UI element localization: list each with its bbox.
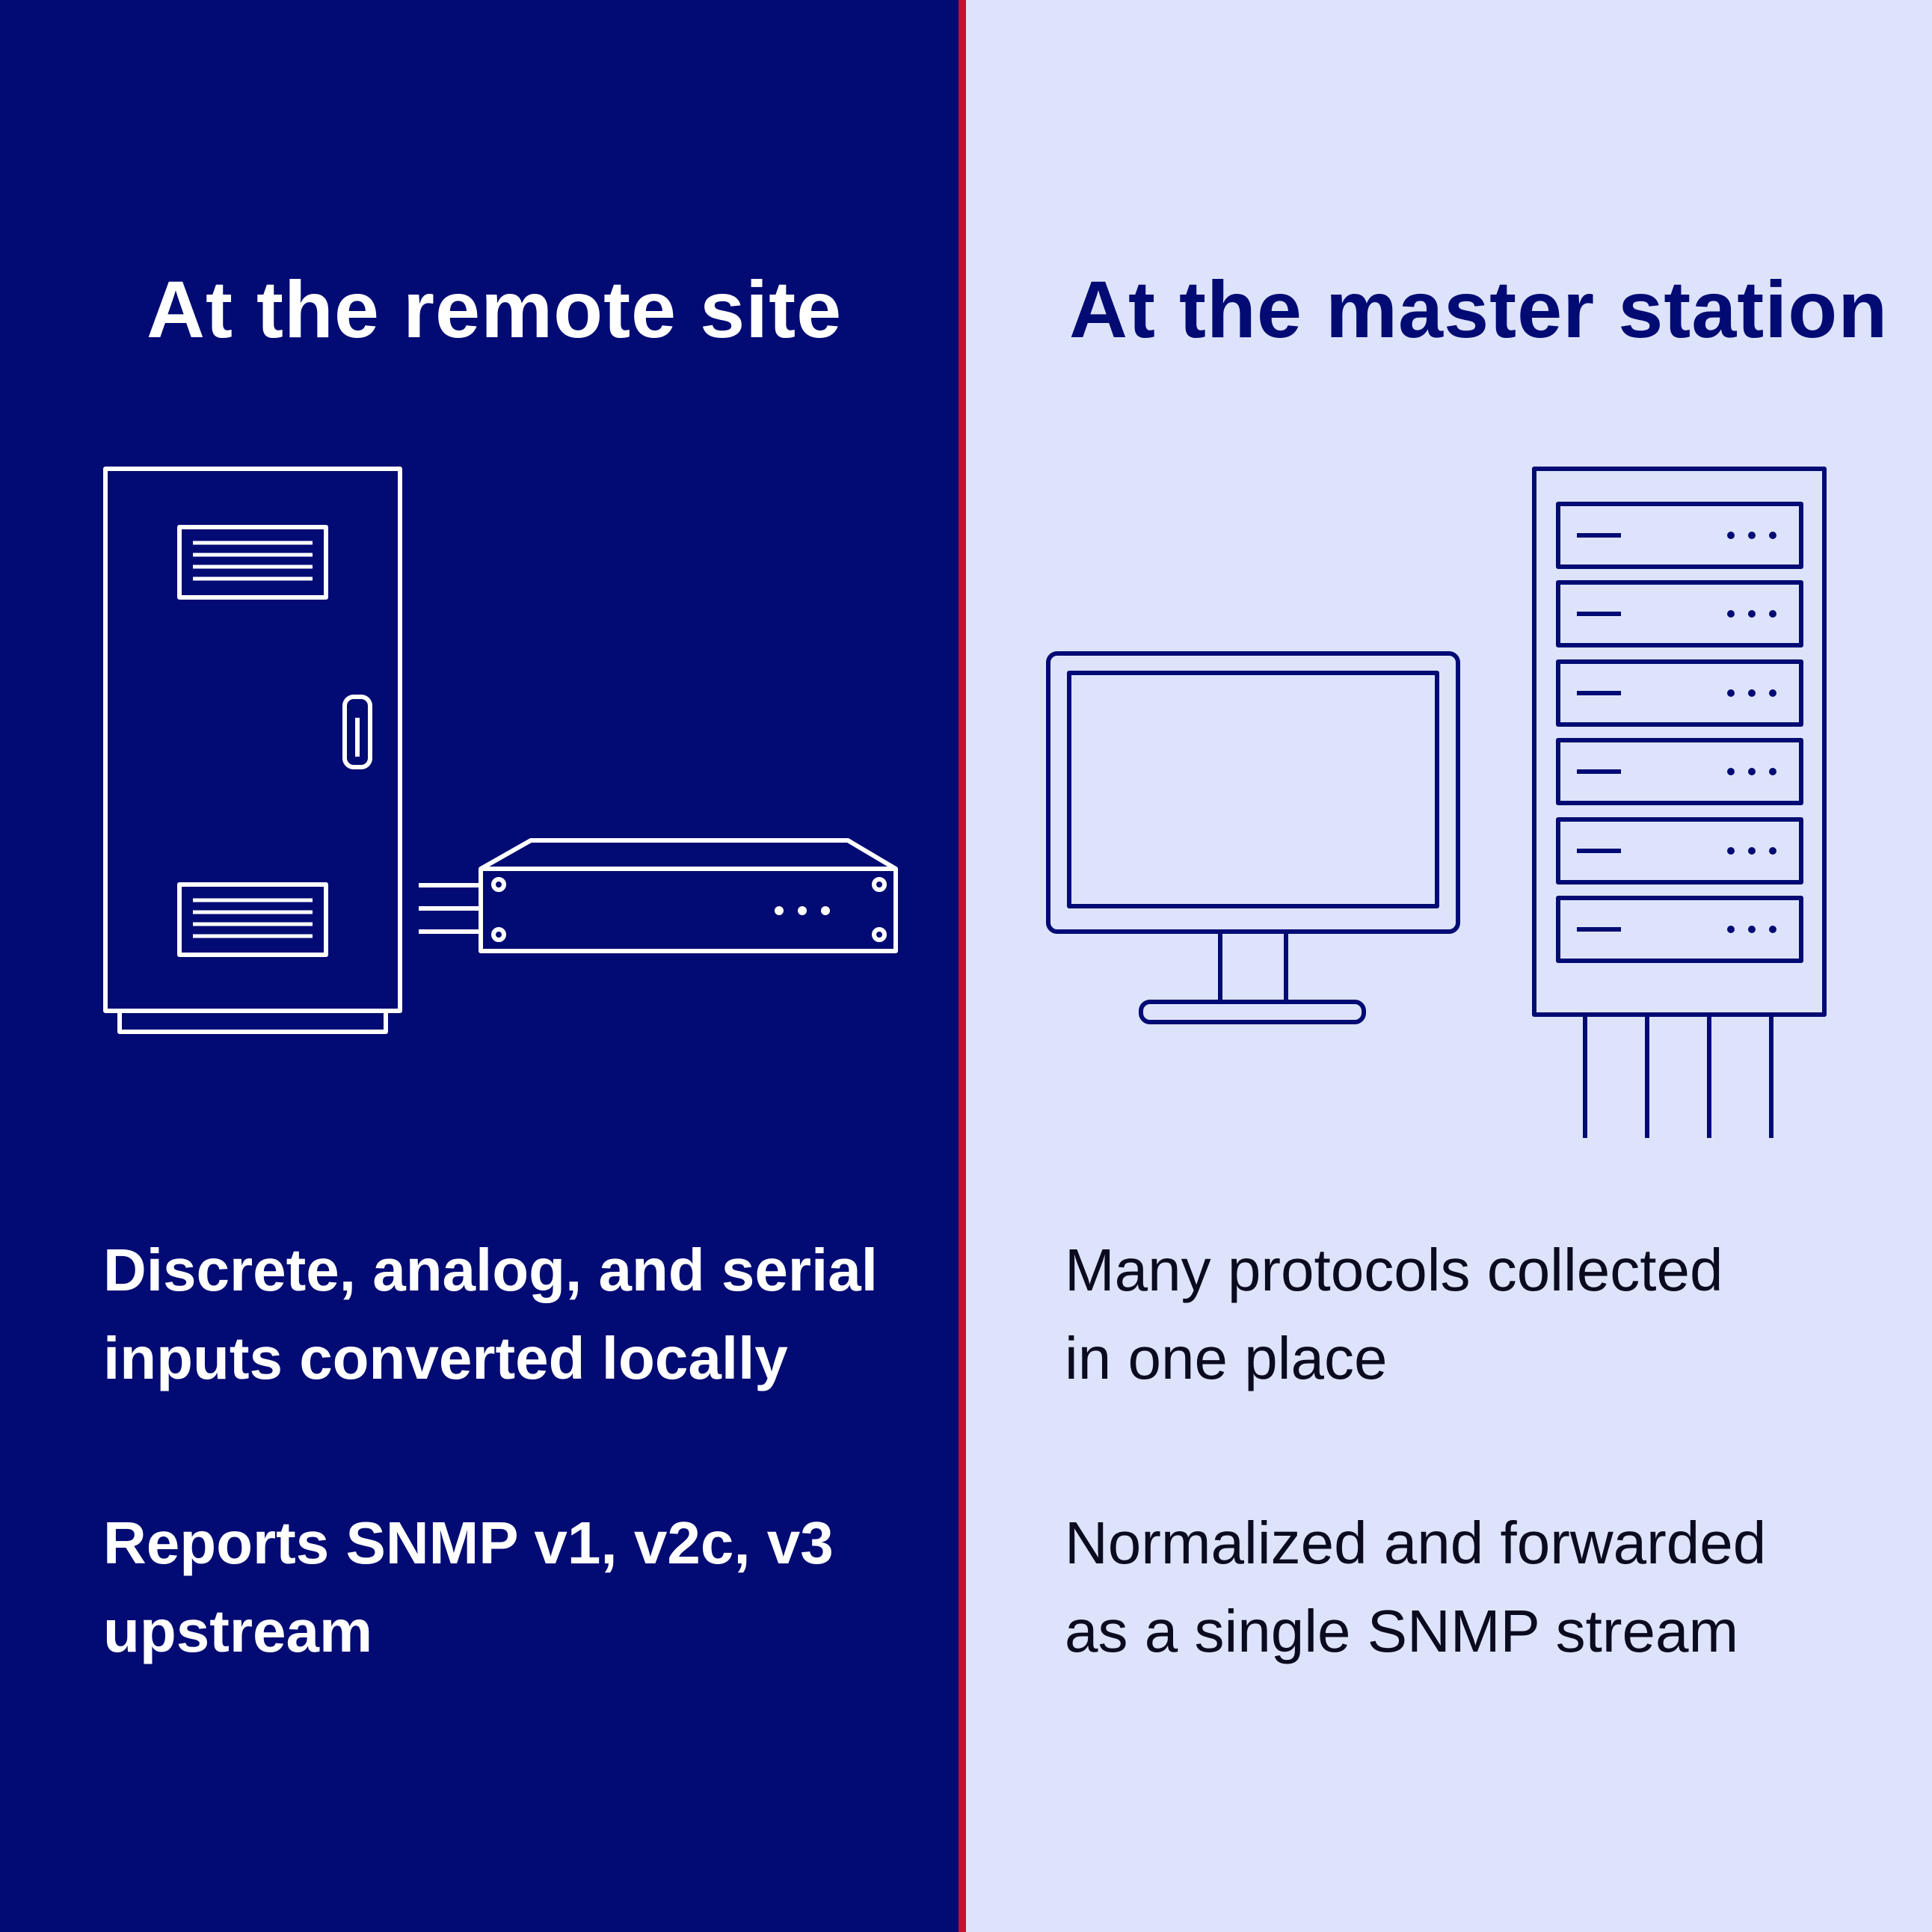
server-rack-icon: [1532, 467, 1827, 1138]
description-line: Many protocols collected: [1065, 1237, 1723, 1303]
master-station-panel: [966, 0, 1932, 1932]
panel-divider: [959, 0, 966, 1932]
remote-site-heading: At the remote site: [147, 264, 843, 354]
remote-site-description-1: Discrete, analog, and serial inputs conv…: [103, 1226, 878, 1403]
server-unit-5: [1556, 817, 1803, 885]
description-line: in one place: [1065, 1325, 1388, 1391]
description-line: Normalized and forwarded: [1065, 1510, 1767, 1576]
master-station-heading: At the master station: [1069, 264, 1889, 354]
description-line: upstream: [103, 1598, 373, 1664]
equipment-cabinet-icon: [103, 467, 402, 1034]
description-line: Reports SNMP v1, v2c, v3: [103, 1510, 834, 1576]
server-unit-3: [1556, 659, 1803, 727]
server-unit-6: [1556, 896, 1803, 963]
remote-site-description-2: Reports SNMP v1, v2c, v3 upstream: [103, 1499, 834, 1676]
rack-unit-device-icon: [419, 838, 898, 953]
server-unit-2: [1556, 580, 1803, 647]
master-station-description-2: Normalized and forwarded as a single SNM…: [1065, 1499, 1766, 1676]
monitor-icon: [1046, 651, 1460, 1024]
server-unit-4: [1556, 738, 1803, 805]
description-line: Discrete, analog, and serial: [103, 1237, 878, 1303]
master-station-description-1: Many protocols collected in one place: [1065, 1226, 1723, 1403]
description-line: as a single SNMP stream: [1065, 1598, 1739, 1664]
server-unit-1: [1556, 502, 1803, 569]
remote-site-panel: [0, 0, 959, 1932]
description-line: inputs converted locally: [103, 1325, 788, 1391]
